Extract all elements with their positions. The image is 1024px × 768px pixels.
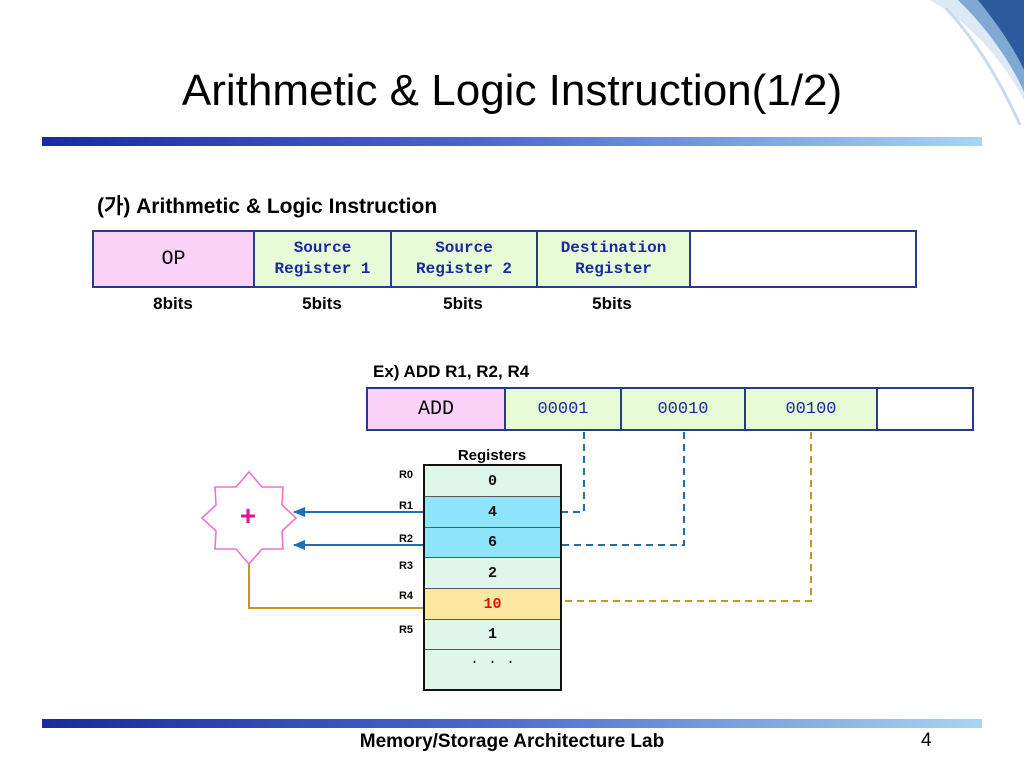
source-2-link [562, 432, 685, 546]
format-field-line: Register 2 [415, 260, 512, 278]
title-divider [42, 137, 982, 146]
format-op-label: OP [161, 247, 186, 271]
example-destination-value: 00100 [785, 399, 837, 419]
example-op-value: ADD [417, 397, 454, 421]
alu-star-shape [200, 470, 298, 566]
registers-title: Registers [457, 447, 527, 464]
source-1-link [562, 432, 585, 513]
format-unused-field [689, 230, 917, 288]
register-cell-more: · · · [425, 649, 560, 689]
format-field-line: Register 1 [274, 260, 371, 278]
footer-divider [42, 719, 982, 728]
write-arrow-r4 [248, 560, 438, 613]
bits-label-destination: 5bits [592, 294, 632, 313]
register-name-r3: R3 [398, 560, 414, 572]
register-file-frame [423, 464, 562, 691]
format-field-line: Register [575, 260, 652, 278]
example-label: Ex) ADD R1, R2, R4 [373, 362, 530, 381]
register-name-r0: R0 [398, 469, 414, 481]
example-source-1-value: 00001 [537, 399, 589, 419]
format-op-field: OP [92, 230, 255, 288]
register-cell-r2: 6 [425, 527, 560, 557]
register-cell-r4: 10 [425, 588, 560, 619]
register-cell-r1: 4 [425, 496, 560, 527]
section-subtitle: (가) Arithmetic & Logic Instruction [97, 195, 438, 218]
register-name-r4: R4 [398, 590, 414, 602]
footer-lab-name: Memory/Storage Architecture Lab [359, 731, 665, 752]
alu-plus-symbol: + [239, 500, 257, 531]
page-number: 4 [921, 730, 932, 751]
corner-swoosh-decoration [930, 0, 1024, 126]
format-field-line: Source [293, 239, 352, 257]
register-cell-r3: 2 [425, 557, 560, 588]
bits-label-source-2: 5bits [443, 294, 483, 313]
destination-link [562, 432, 812, 602]
register-cell-r0: 0 [425, 466, 560, 496]
register-cell-r5: 1 [425, 619, 560, 649]
format-field-line: Destination [560, 239, 667, 257]
format-field-line: Source [435, 239, 493, 257]
bits-label-op: 8bits [153, 294, 193, 313]
example-op-field: ADD [366, 387, 506, 431]
register-name-r1: R1 [398, 500, 414, 512]
example-source-1-field: 00001 [504, 387, 622, 431]
example-source-2-value: 00010 [657, 399, 709, 419]
register-name-r5: R5 [398, 624, 414, 636]
slide-title: Arithmetic & Logic Instruction(1/2) [181, 66, 843, 115]
example-unused-field [876, 387, 974, 431]
register-name-r2: R2 [398, 533, 414, 545]
bits-label-source-1: 5bits [302, 294, 342, 313]
